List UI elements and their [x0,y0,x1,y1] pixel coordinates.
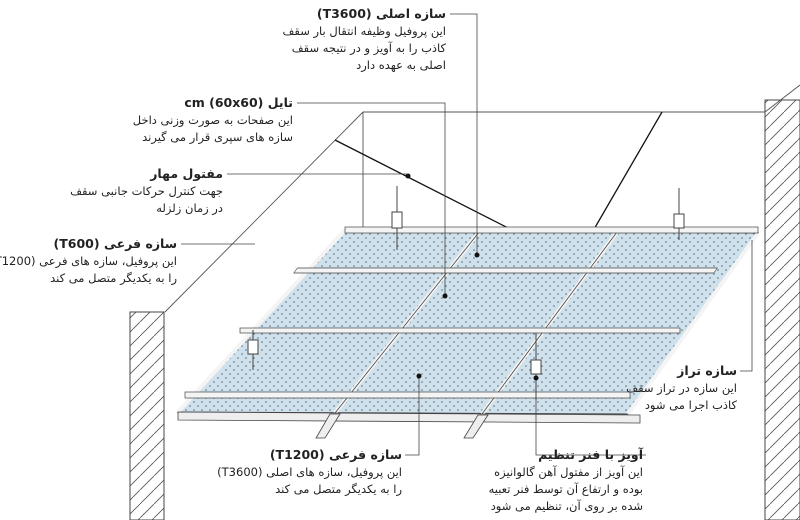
hanger-title: آویز با فنر تنظیم [538,447,643,462]
tile-desc-2: سازه های سپری قرار می گیرند [142,130,293,144]
cross-tee-600-desc-2: را به یکدیگر متصل می کند [50,271,177,285]
right-wall [764,99,800,520]
main-runner-title: سازه اصلی (T3600) [316,6,446,21]
left-wall [129,311,165,520]
label-main-runner: سازه اصلی (T3600) این پروفیل وظیفه انتقا… [282,4,446,74]
cross-tee-600-title: سازه فرعی (T600) [53,236,177,251]
tile-desc-1: این صفحات به صورت وزنی داخل [132,113,293,127]
cross-tees [184,226,759,399]
label-wall-angle: سازه تراز این سازه در تراز سقف کاذب اجرا… [626,361,737,414]
leader-lines [181,13,753,456]
label-tile: تایل cm (60x60) این صفحات به صورت وزنی د… [133,93,293,146]
hanger-desc-2: بوده و ارتفاع آن توسط فنر تعبیه [488,482,643,496]
room-outline [164,84,800,313]
label-brace-wire: مفتول مهار جهت کنترل حرکات جانبی سقف در … [70,164,223,217]
main-runner-desc-3: اصلی به عهده دارد [356,58,446,72]
leader-dots [416,252,539,381]
wall-angle-desc-1: این سازه در تراز سقف [626,381,737,395]
brace-wire-desc-2: در زمان زلزله [156,201,223,215]
cross-tee-1200-desc-1: این پروفیل، سازه های اصلی (T3600) [217,465,402,479]
hanger-desc-1: این آویز از مفتول آهن گالوانیزه [494,465,643,479]
hanger-desc-3: شده بر روی آن، تنظیم می شود [490,499,643,513]
main-runner-desc-1: این پروفیل وظیفه انتقال بار سقف [282,24,446,38]
brace-wire-title: مفتول مهار [150,166,223,181]
cross-tee-1200-title: سازه فرعی (T1200) [269,447,402,462]
label-cross-tee-1200: سازه فرعی (T1200) این پروفیل، سازه های ا… [217,445,402,498]
label-hanger: آویز با فنر تنظیم این آویز از مفتول آهن … [489,445,643,515]
label-cross-tee-600: سازه فرعی (T600) این پروفیل، سازه های فر… [0,234,177,287]
brace-wire-desc-1: جهت کنترل حرکات جانبی سقف [70,184,223,198]
wall-angle-title: سازه تراز [677,363,737,378]
wall-angle-desc-2: کاذب اجرا می شود [644,398,737,412]
tile-title: تایل cm (60x60) [184,95,293,110]
main-runners [176,228,760,416]
cross-tee-600-desc-1: این پروفیل، سازه های فرعی (T1200) [0,254,177,268]
main-runner-desc-2: کاذب را به آویز و در نتیجه سقف [291,41,446,55]
front-profile-ends [177,411,641,439]
cross-tee-1200-desc-2: را به یکدیگر متصل می کند [275,482,402,496]
